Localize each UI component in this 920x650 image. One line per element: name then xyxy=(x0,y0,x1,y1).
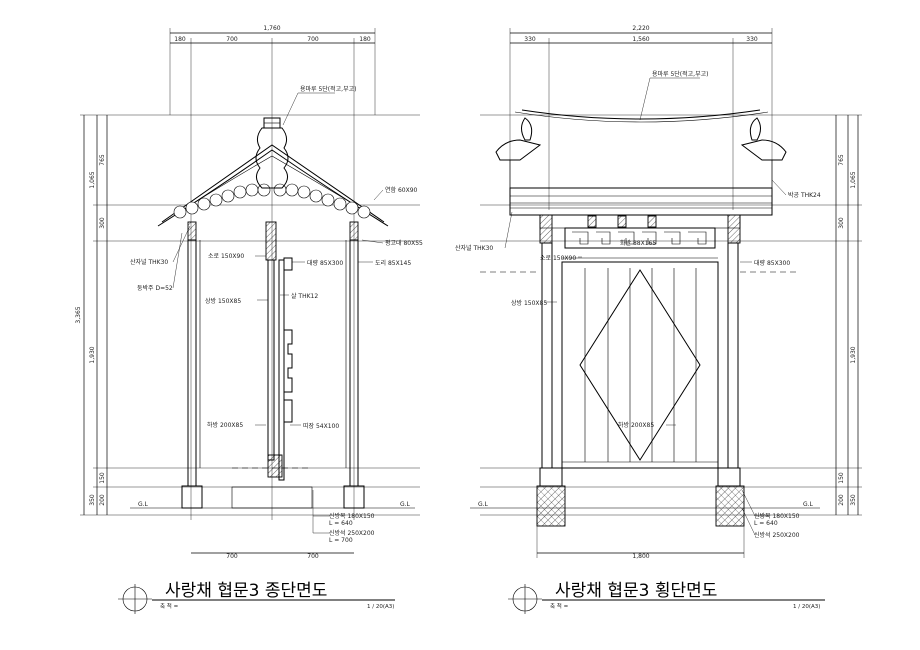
left-dimensions: 3,365 1,065 1,930 765 300 150 200 350 xyxy=(75,114,420,516)
label-lintel: 상방 150X85 xyxy=(205,297,241,305)
label-ridge: 용마루 5단(적고,부고) xyxy=(300,85,356,93)
dim-seg: 700 xyxy=(307,36,319,43)
dim-total: 2,220 xyxy=(632,25,649,32)
gl-label: G.L xyxy=(400,501,411,508)
label-purlin: 평고대 80X55 xyxy=(385,239,423,247)
label-stone: 신방석 250X200 xyxy=(754,531,800,539)
dim-v: 765 xyxy=(99,154,106,166)
dim-v: 150 xyxy=(838,472,845,484)
drawing-title: 사랑채 협문3 횡단면도 xyxy=(555,581,717,601)
scale-label: 축 척 = xyxy=(550,602,569,610)
door-panel xyxy=(561,257,719,469)
dim-total-v: 3,365 xyxy=(75,306,82,323)
annotations-left: 용마루 5단(적고,부고) 연함 60X90 평고대 80X55 도리 85X1… xyxy=(130,85,423,544)
label-ornament: 화반 88X165 xyxy=(620,239,656,247)
dim-seg: 180 xyxy=(174,36,186,43)
dim-seg: 1,560 xyxy=(632,36,649,43)
scale-value: 1 / 20(A3) xyxy=(793,604,820,610)
dim-seg: 330 xyxy=(524,36,536,43)
dim-bottom: 700 xyxy=(226,553,238,560)
dim-v: 765 xyxy=(838,154,845,166)
label-stile: 띠장 54X100 xyxy=(303,422,339,430)
right-dimensions: 765 300 150 200 1,065 1,930 350 xyxy=(480,114,862,516)
gl-label: G.L xyxy=(138,501,149,508)
label-sanjapan: 산자널 THK30 xyxy=(455,244,493,252)
dim-v: 350 xyxy=(89,494,96,506)
label-board: 살 THK12 xyxy=(291,292,318,300)
dim-v: 300 xyxy=(99,217,106,229)
label-sill-len: L = 640 xyxy=(754,520,778,527)
longitudinal-section: 1,760 180 700 700 180 3,365 1,065 1,930 … xyxy=(75,25,423,614)
label-sanjapan: 산자널 THK30 xyxy=(130,258,168,266)
drawing-title: 사랑채 협문3 종단면도 xyxy=(165,581,327,601)
dim-total: 1,760 xyxy=(263,25,280,32)
gl-label: G.L xyxy=(478,501,489,508)
label-lintel: 상방 150X85 xyxy=(511,299,547,307)
dim-v: 1,930 xyxy=(89,346,96,363)
dim-v: 200 xyxy=(99,494,106,506)
label-ridge: 용마루 5단(적고,부고) xyxy=(652,70,708,78)
dim-v: 1,065 xyxy=(89,171,96,188)
scale-label: 축 척 = xyxy=(160,602,179,610)
label-beam: 대량 85X300 xyxy=(307,259,343,267)
label-rafter: 연함 60X90 xyxy=(385,186,418,194)
transverse-section: 2,220 330 1,560 330 765 300 150 200 1,06… xyxy=(455,25,862,614)
title-block-left: 사랑채 협문3 종단면도 축 척 = 1 / 20(A3) xyxy=(118,581,395,614)
title-block-right: 사랑채 협문3 횡단면도 축 척 = 1 / 20(A3) xyxy=(508,581,825,614)
label-stone-len: L = 700 xyxy=(329,537,353,544)
dim-seg: 330 xyxy=(746,36,758,43)
door-section xyxy=(265,221,293,481)
label-beam: 대량 85X300 xyxy=(754,259,790,267)
scale-value: 1 / 20(A3) xyxy=(367,604,394,610)
dim-v: 350 xyxy=(850,494,857,506)
label-sill: 신방목 180X150 xyxy=(329,512,375,520)
ornament-lattice xyxy=(564,227,716,249)
roof-left xyxy=(157,117,389,227)
dim-v: 300 xyxy=(838,217,845,229)
roof-tiles xyxy=(173,183,371,219)
top-dimensions-right: 2,220 330 1,560 330 xyxy=(509,25,773,210)
label-sapyung: 소로 150X90 xyxy=(540,255,576,262)
label-girder: 도리 85X145 xyxy=(375,259,411,267)
dim-v: 1,065 xyxy=(850,171,857,188)
dim-seg: 700 xyxy=(226,36,238,43)
gl-label: G.L xyxy=(803,501,814,508)
annotations-right: 용마루 5단(적고,부고) 박공 THK24 산자널 THK30 소로 150X… xyxy=(455,70,821,539)
dim-v: 1,930 xyxy=(850,346,857,363)
label-round-rafter: 둥박주 D=52 xyxy=(137,284,173,292)
label-stone: 신방석 250X200 xyxy=(329,529,375,537)
dim-bottom: 700 xyxy=(307,553,319,560)
dim-v: 150 xyxy=(99,472,106,484)
dim-bottom: 1,800 xyxy=(632,553,649,560)
roof-right xyxy=(495,109,787,216)
label-sapyung: 소로 150X90 xyxy=(208,253,244,260)
label-sill: 신방목 180X150 xyxy=(754,512,800,520)
label-lower: 하방 200X85 xyxy=(207,421,243,429)
top-dimensions-left: 1,760 180 700 700 180 xyxy=(169,25,376,520)
label-sill-len: L = 640 xyxy=(329,520,353,527)
label-lower: 하방 200X85 xyxy=(618,421,654,429)
label-wing: 박공 THK24 xyxy=(788,191,821,199)
dim-seg: 180 xyxy=(359,36,371,43)
dim-v: 200 xyxy=(838,494,845,506)
